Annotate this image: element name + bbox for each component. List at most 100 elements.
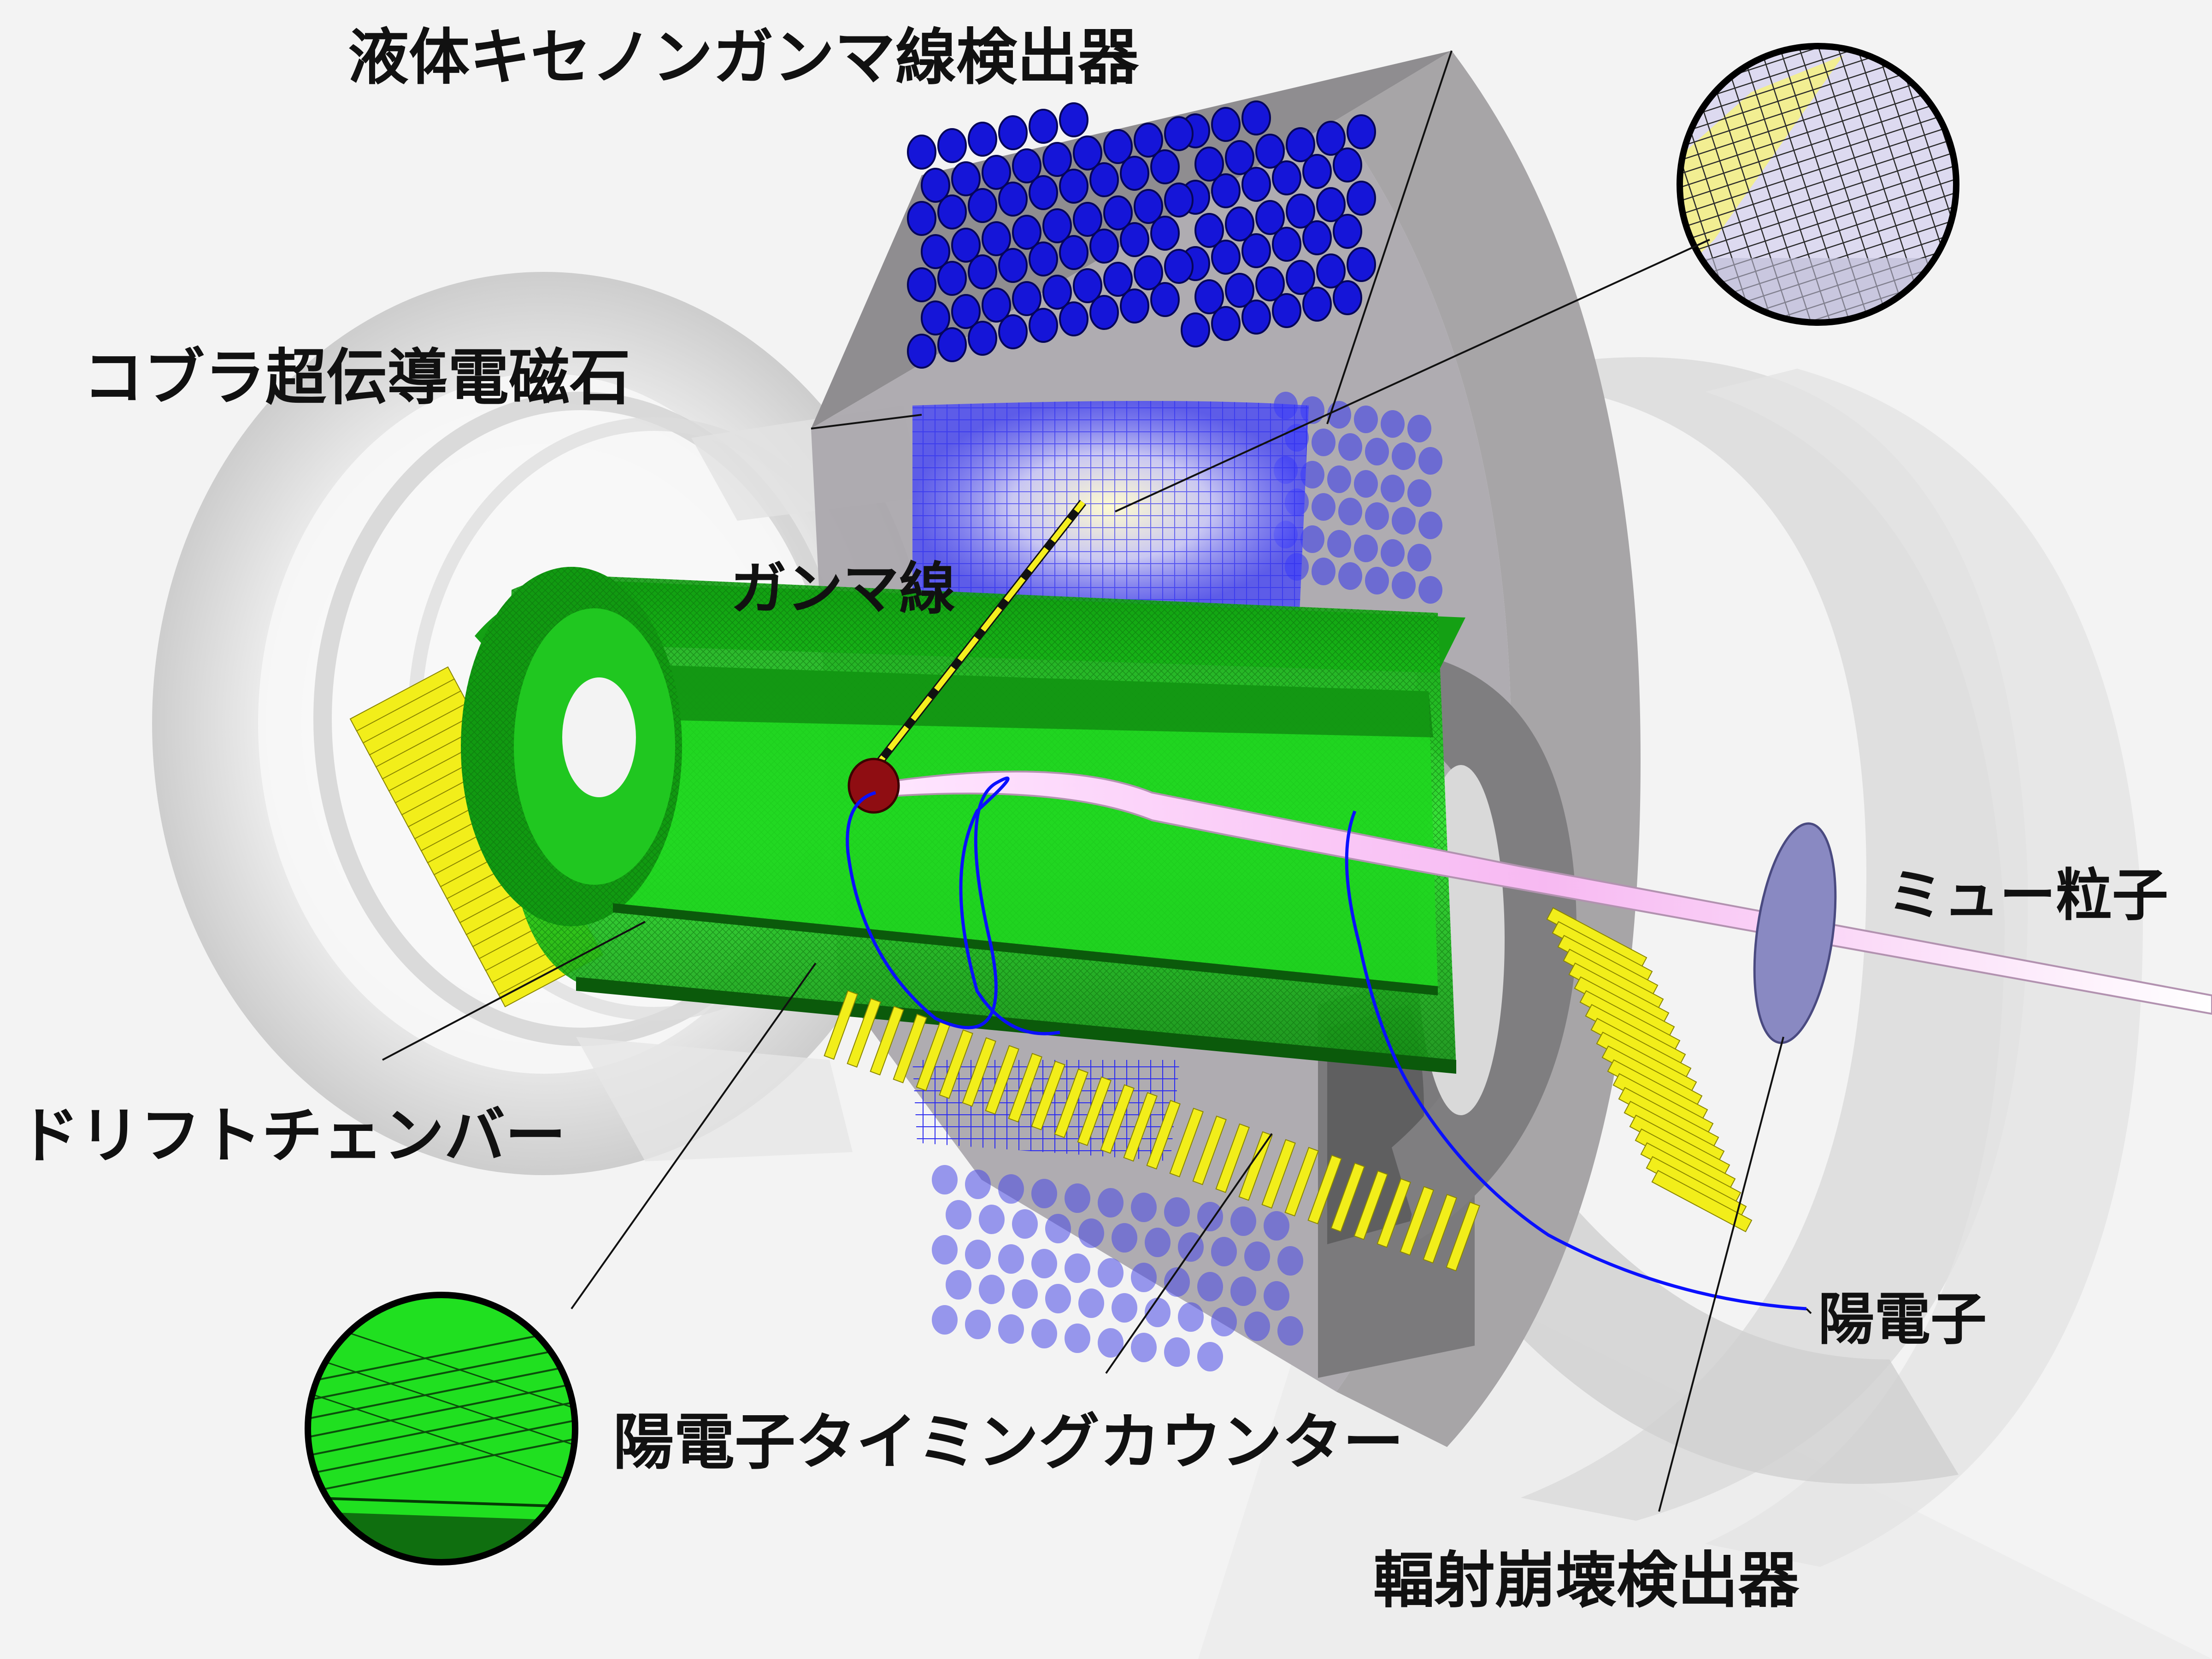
pmt-icon <box>1286 260 1315 295</box>
pmt-icon <box>1164 1337 1190 1367</box>
pmt-icon <box>1316 121 1346 156</box>
pmt-icon <box>1277 1246 1303 1276</box>
pmt-icon <box>982 155 1011 190</box>
pmt-icon <box>1112 1223 1137 1253</box>
pmt-icon <box>998 314 1028 349</box>
radiative-decay-detector <box>1753 822 1837 1044</box>
pmt-icon <box>1103 195 1133 230</box>
pmt-icon <box>951 161 981 196</box>
drift-chamber <box>461 567 1465 1074</box>
pmt-icon <box>1241 167 1271 202</box>
pmt-icon <box>1272 293 1301 328</box>
pmt-icon <box>1354 535 1378 562</box>
lxe-detector-label: 液体キセノンガンマ線検出器 <box>348 22 1139 93</box>
counter-bar <box>1031 1060 1065 1130</box>
counter-bar <box>1330 1162 1365 1232</box>
pmt-icon <box>1194 279 1224 314</box>
pmt-icon <box>1316 187 1346 222</box>
pmt-icon <box>1338 562 1362 590</box>
pmt-icon <box>1286 194 1315 229</box>
pmt-icon <box>1073 268 1102 303</box>
pmt-icon <box>1225 273 1254 308</box>
pmt-icon <box>1333 280 1362 315</box>
pmt-icon <box>937 327 967 362</box>
pmt-icon <box>1327 465 1351 493</box>
pmt-icon <box>1145 1228 1171 1257</box>
pmt-icon <box>1392 442 1416 470</box>
counter-bar <box>962 1037 996 1107</box>
counter-bar <box>893 1013 927 1083</box>
pmt-icon <box>1418 512 1442 539</box>
counter-bar <box>1261 1139 1296 1209</box>
pmt-icon <box>1120 288 1149 324</box>
leader-lines <box>382 50 1812 1512</box>
pmt-icon <box>951 294 981 329</box>
pmt-icon <box>1089 229 1119 264</box>
counter-bar <box>939 1029 973 1099</box>
pmt-icon <box>1302 154 1332 189</box>
counter-bar <box>1215 1123 1250 1193</box>
pmt-icon <box>1211 1307 1237 1336</box>
pmt-icon <box>921 168 950 203</box>
pmt-icon <box>1059 169 1088 204</box>
counter-bar <box>1100 1084 1135 1154</box>
pmt-icon <box>1244 1241 1270 1271</box>
pmt-icon <box>968 254 997 289</box>
pmt-icon <box>907 135 936 170</box>
pmt-icon <box>1272 160 1301 195</box>
pmt-icon <box>1164 182 1194 218</box>
counter-bar <box>1077 1076 1112 1146</box>
pmt-icon <box>1059 235 1088 270</box>
counter-bar <box>1192 1115 1227 1185</box>
pmt-icon <box>979 1205 1005 1234</box>
pmt-icon <box>932 1165 958 1194</box>
pmt-icon <box>1131 1333 1157 1362</box>
pmt-icon <box>1381 410 1405 438</box>
pmt-icon <box>1065 1253 1090 1283</box>
pmt-icon <box>1211 240 1241 275</box>
pmt-icon <box>1031 1319 1057 1348</box>
pmt-icon <box>1316 253 1346 288</box>
counter-bar <box>1008 1053 1042 1123</box>
muon-beam <box>875 771 2212 1015</box>
pmt-icon <box>1150 282 1180 317</box>
counter-bar <box>1377 1178 1411 1248</box>
muon-label: ミュー粒子 <box>1887 863 2168 928</box>
pmt-icon <box>1333 147 1362 182</box>
pmt-icon <box>1194 147 1224 182</box>
pmt-icon <box>932 1235 958 1265</box>
pmt-icon <box>1059 301 1088 336</box>
pmt-icon <box>1073 135 1102 171</box>
pmt-icon <box>1078 1218 1104 1248</box>
pmt-icon <box>1103 262 1133 297</box>
pmt-icon <box>1241 300 1271 335</box>
pmt-icon <box>1300 525 1324 553</box>
pmt-icon <box>907 267 936 302</box>
timing-counter-downstream <box>1546 907 1753 1233</box>
pmt-icon <box>1302 220 1332 255</box>
pmt-icon <box>1098 1188 1124 1218</box>
counter-bar <box>1146 1100 1181 1170</box>
pmt-icon <box>1164 1267 1190 1297</box>
pmt-icon <box>1381 539 1405 567</box>
pmt-icon <box>946 1200 971 1230</box>
gamma-ray-track <box>863 500 1087 782</box>
pmt-icon <box>1333 214 1362 249</box>
counter-bar <box>985 1045 1019 1115</box>
pmt-icon <box>968 122 997 157</box>
pmt-icon <box>1120 222 1149 257</box>
pmt-icon <box>1347 114 1376 149</box>
pmt-icon <box>998 1174 1024 1204</box>
pmt-icon <box>1178 1302 1204 1332</box>
pmt-icon <box>1042 208 1072 243</box>
pmt-icon <box>1211 1237 1237 1266</box>
counter-bar <box>1169 1107 1204 1177</box>
pmt-icon <box>921 234 950 269</box>
timing-counter-label: 陽電子タイミングカウンター <box>613 1407 1404 1478</box>
pmt-icon <box>1407 479 1431 507</box>
pmt-icon <box>1225 206 1254 241</box>
pmt-icon <box>1381 475 1405 502</box>
pmt-icon <box>1255 200 1285 235</box>
pmt-icon <box>1255 266 1285 301</box>
pmt-icon <box>1225 140 1254 175</box>
